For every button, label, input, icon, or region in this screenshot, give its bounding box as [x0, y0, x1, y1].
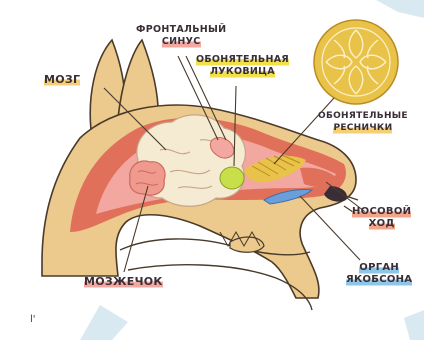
label-frontal-sinus: ФРОНТАЛЬНЫЙ СИНУС	[136, 24, 226, 48]
label-olfactory-bulb-line2: ЛУКОВИЦА	[210, 66, 275, 78]
label-cerebellum-text: МОЗЖЕЧОК	[84, 275, 163, 288]
label-brain-text: МОЗГ	[44, 73, 80, 86]
label-vomeronasal-line2: ЯКОБСОНА	[346, 274, 412, 286]
tape-top-right	[376, 0, 424, 18]
label-frontal-sinus-line2: СИНУС	[162, 36, 201, 48]
label-olfactory-bulb: ОБОНЯТЕЛЬНАЯ ЛУКОВИЦА	[196, 54, 289, 78]
label-nasal-passage-line1: НОСОВОЙ	[352, 206, 411, 218]
pencil-mark: l'	[30, 314, 36, 325]
tape-bottom-left	[80, 305, 128, 340]
label-nasal-passage-line2: ХОД	[369, 218, 395, 230]
label-nasal-passage: НОСОВОЙ ХОД	[352, 206, 411, 230]
label-olfactory-cilia-line2: РЕСНИЧКИ	[333, 122, 392, 134]
label-vomeronasal-organ: ОРГАН ЯКОБСОНА	[346, 262, 412, 286]
label-cerebellum: МОЗЖЕЧОК	[84, 276, 163, 288]
label-olfactory-cilia: ОБОНЯТЕЛЬНЫЕ РЕСНИЧКИ	[318, 110, 408, 134]
label-olfactory-cilia-line1: ОБОНЯТЕЛЬНЫЕ	[318, 110, 408, 122]
tape-bottom-right	[404, 310, 424, 340]
label-brain: МОЗГ	[44, 74, 80, 86]
label-frontal-sinus-line1: ФРОНТАЛЬНЫЙ	[136, 24, 226, 36]
label-vomeronasal-line1: ОРГАН	[359, 262, 399, 274]
olfactory-bulb-shape	[220, 167, 244, 189]
label-olfactory-bulb-line1: ОБОНЯТЕЛЬНАЯ	[196, 54, 289, 66]
